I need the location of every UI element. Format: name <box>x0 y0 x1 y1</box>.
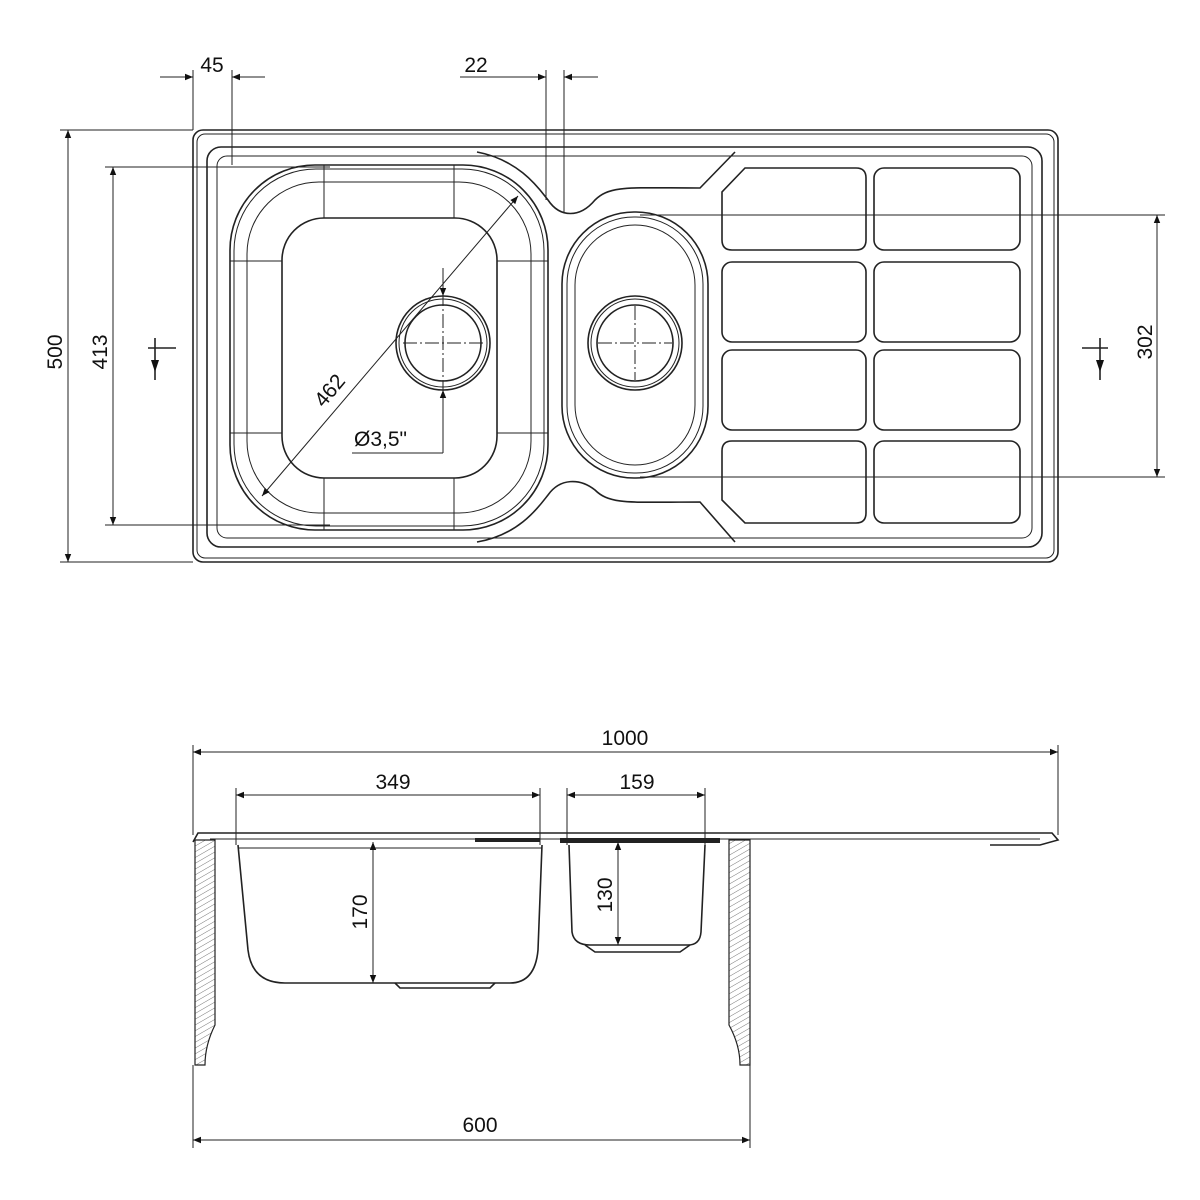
dim-label-22: 22 <box>464 54 487 77</box>
dim-label-462: 462 <box>310 370 350 412</box>
section-marker-right <box>1082 338 1108 380</box>
top-view: 45 22 500 413 302 <box>44 54 1165 563</box>
dimension-600: 600 <box>192 1065 751 1148</box>
small-drain <box>587 295 683 391</box>
dim-label-130: 130 <box>594 877 617 912</box>
dim-label-1000: 1000 <box>602 727 649 750</box>
dim-label-500: 500 <box>44 334 67 369</box>
cabinet-wall-left <box>194 839 216 1066</box>
dimension-159: 159 <box>566 771 706 845</box>
dimension-1000: 1000 <box>192 727 1059 835</box>
drainboard <box>721 167 1021 524</box>
dim-label-45: 45 <box>200 54 223 77</box>
dim-label-349: 349 <box>375 771 410 794</box>
small-bowl-profile <box>568 844 706 946</box>
dimension-170: 170 <box>349 842 377 983</box>
dimension-349: 349 <box>235 771 541 845</box>
section-marker-left <box>148 338 176 380</box>
dim-label-drain: Ø3,5" <box>354 428 407 451</box>
dimension-22: 22 <box>460 54 598 212</box>
sink-profile <box>192 832 1060 846</box>
dimension-45: 45 <box>160 54 265 165</box>
dimension-302: 302 <box>640 214 1165 478</box>
dim-label-159: 159 <box>619 771 654 794</box>
dim-label-413: 413 <box>89 334 112 369</box>
dimension-130: 130 <box>594 842 622 945</box>
side-view: 1000 349 159 170 130 600 <box>192 727 1060 1148</box>
large-bowl-profile <box>237 844 543 984</box>
sink-outline <box>192 129 1059 563</box>
dimension-500: 500 <box>44 129 193 563</box>
dimension-462: 462 <box>261 195 519 497</box>
dim-label-600: 600 <box>462 1114 497 1137</box>
rim <box>206 146 1043 548</box>
small-bowl <box>561 211 709 479</box>
dim-label-302: 302 <box>1134 324 1157 359</box>
dimension-413: 413 <box>89 166 330 526</box>
dimension-drain: Ø3,5" <box>352 268 447 454</box>
dim-label-170: 170 <box>349 894 372 929</box>
cabinet-wall-right <box>728 839 751 1066</box>
